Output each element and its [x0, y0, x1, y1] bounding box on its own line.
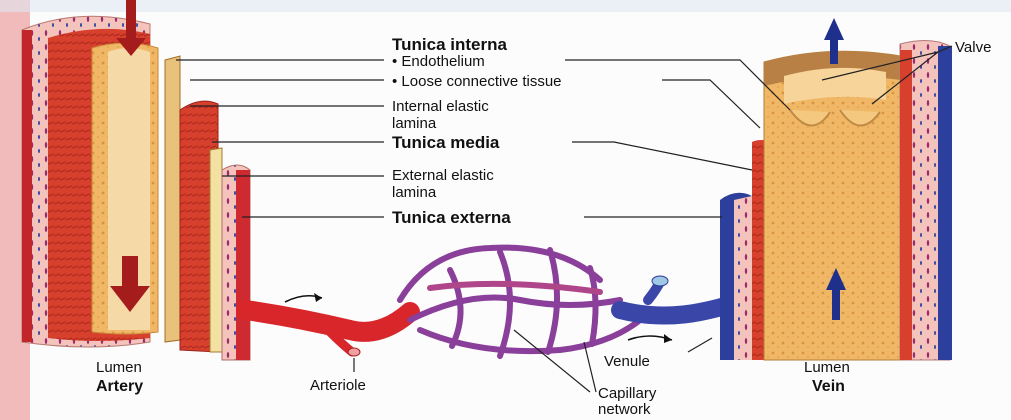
label-vein-lumen: Lumen — [804, 359, 850, 376]
label-internal-elastic-1: Internal elastic — [392, 98, 489, 115]
label-external-elastic-1: External elastic — [392, 167, 494, 184]
label-artery-lumen: Lumen — [96, 359, 142, 376]
label-external-elastic-2: lamina — [392, 184, 437, 201]
label-tunica-externa: Tunica externa — [392, 208, 511, 227]
label-loose-connective: • Loose connective tissue — [392, 73, 562, 90]
label-artery: Artery — [96, 378, 143, 395]
artery-outer-rim — [22, 30, 32, 342]
label-endothelium: • Endothelium — [392, 53, 485, 70]
label-tunica-interna: Tunica interna — [392, 35, 507, 54]
label-internal-elastic-2: lamina — [392, 115, 437, 132]
label-capillary-2: network — [598, 401, 651, 418]
top-edge-glow — [0, 0, 1011, 12]
label-capillary-1: Capillary — [598, 385, 657, 402]
label-vein: Vein — [812, 378, 845, 395]
vein-outer-rim — [938, 46, 952, 360]
label-valve: Valve — [955, 39, 991, 56]
artery-external-lamina-step — [210, 148, 222, 352]
venule-opening — [652, 276, 668, 286]
artery-externa-rim — [236, 170, 250, 360]
vein-media-back — [900, 50, 912, 360]
arteriole-opening — [348, 348, 360, 356]
label-arteriole: Arteriole — [310, 377, 366, 394]
vein-externa-step — [734, 196, 752, 360]
label-venule: Venule — [604, 353, 650, 370]
artery-endothelium-step — [165, 56, 180, 342]
label-tunica-media: Tunica media — [392, 133, 500, 152]
